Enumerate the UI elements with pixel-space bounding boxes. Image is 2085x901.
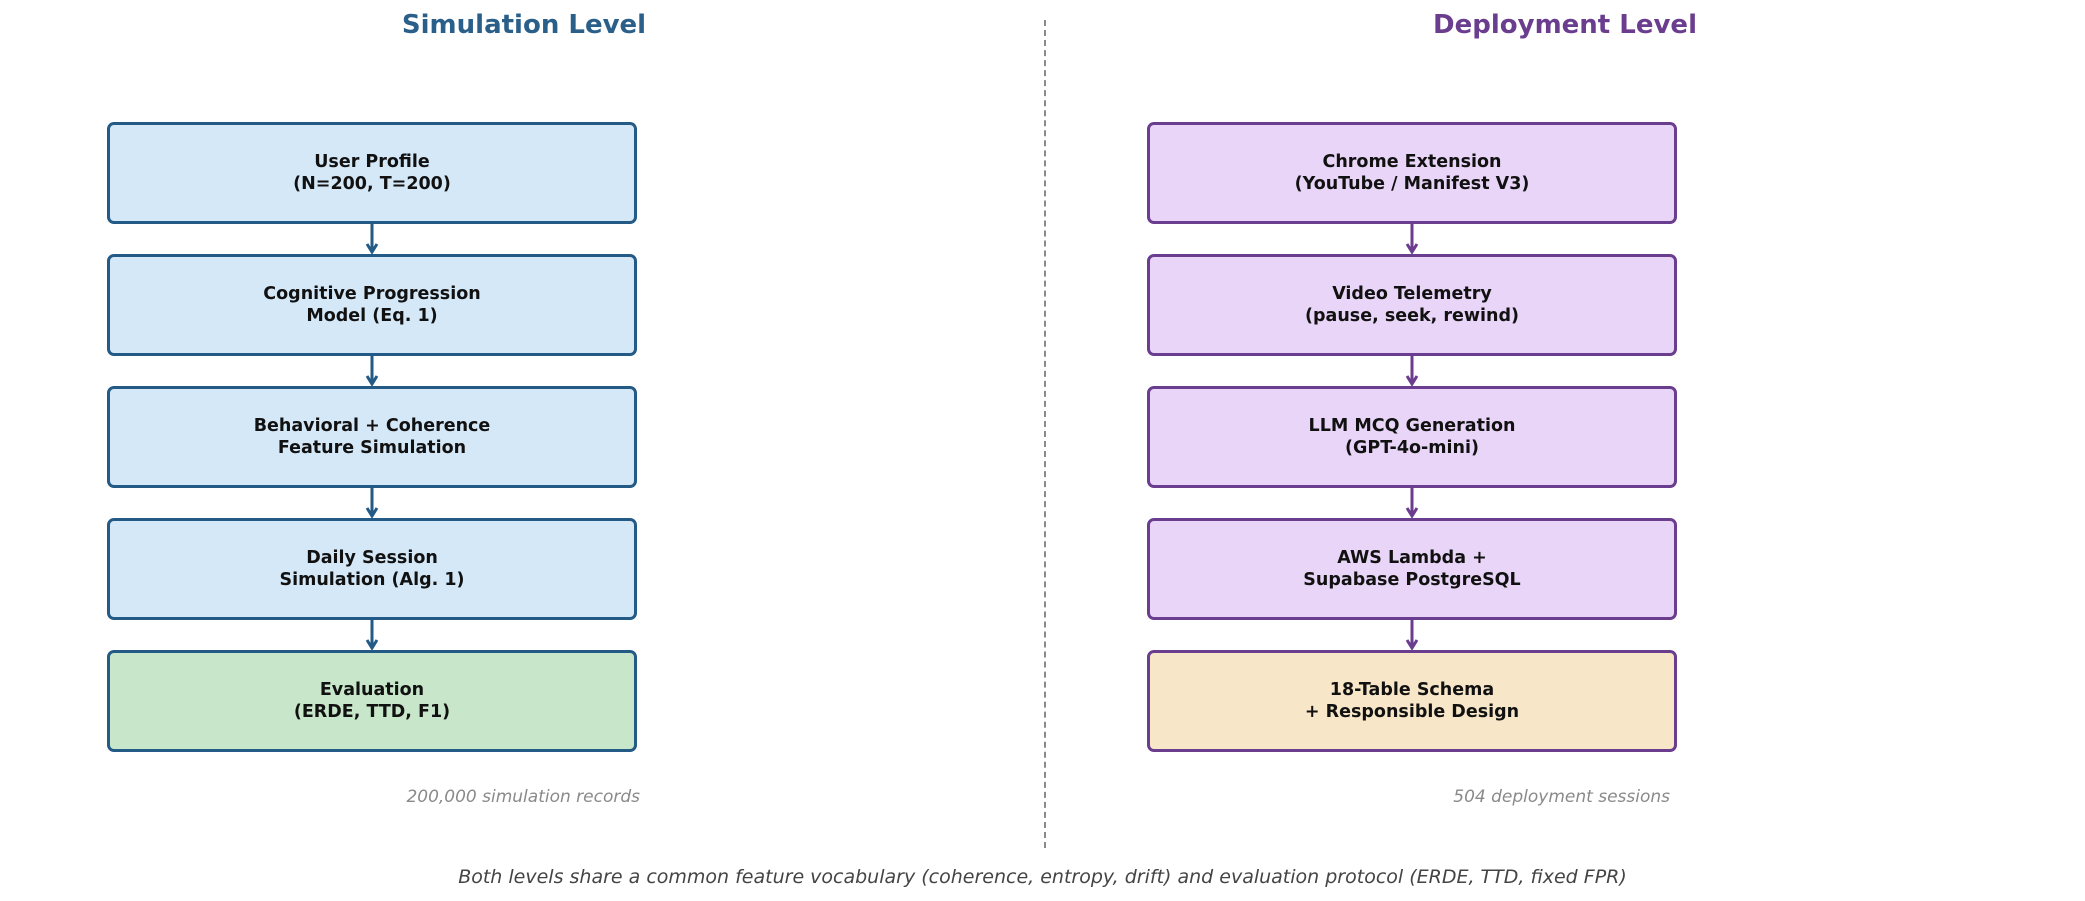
column-divider <box>1044 20 1046 848</box>
step-line: Video Telemetry <box>1332 284 1492 304</box>
dep-step-chrome-extension: Chrome Extension(YouTube / Manifest V3) <box>1147 122 1677 224</box>
deployment-sessions-note: 504 deployment sessions <box>1453 787 1670 807</box>
footer-caption: Both levels share a common feature vocab… <box>458 866 1627 888</box>
step-line: (GPT-4o-mini) <box>1345 438 1479 458</box>
step-line: Behavioral + Coherence <box>253 416 491 436</box>
step-line: 18-Table Schema <box>1329 680 1495 700</box>
step-line: Model (Eq. 1) <box>306 306 438 326</box>
down-arrow-icon <box>365 356 379 386</box>
down-arrow-icon <box>365 224 379 254</box>
down-arrow-icon <box>1405 356 1419 386</box>
step-line: AWS Lambda + <box>1337 548 1487 568</box>
step-line: (ERDE, TTD, F1) <box>293 702 451 722</box>
dep-step-table-schema: 18-Table Schema+ Responsible Design <box>1147 650 1677 752</box>
step-line: Evaluation <box>319 680 425 700</box>
down-arrow-icon <box>1405 620 1419 650</box>
step-line: (YouTube / Manifest V3) <box>1294 174 1530 194</box>
step-line: Feature Simulation <box>277 438 467 458</box>
step-line: Supabase PostgreSQL <box>1303 570 1521 590</box>
simulation-level-title: Simulation Level <box>401 10 647 40</box>
dep-step-video-telemetry: Video Telemetry(pause, seek, rewind) <box>1147 254 1677 356</box>
sim-step-evaluation: Evaluation(ERDE, TTD, F1) <box>107 650 637 752</box>
step-line: LLM MCQ Generation <box>1308 416 1516 436</box>
down-arrow-icon <box>365 488 379 518</box>
step-line: Cognitive Progression <box>263 284 481 304</box>
step-line: + Responsible Design <box>1304 702 1520 722</box>
down-arrow-icon <box>1405 224 1419 254</box>
dep-step-llm-mcq-generation: LLM MCQ Generation(GPT-4o-mini) <box>1147 386 1677 488</box>
step-line: (N=200, T=200) <box>293 174 451 194</box>
step-line: Chrome Extension <box>1322 152 1502 172</box>
simulation-records-note: 200,000 simulation records <box>406 787 640 807</box>
step-line: User Profile <box>314 152 430 172</box>
deployment-level-title: Deployment Level <box>1433 10 1697 40</box>
step-line: Simulation (Alg. 1) <box>279 570 465 590</box>
down-arrow-icon <box>365 620 379 650</box>
step-line: (pause, seek, rewind) <box>1305 306 1519 326</box>
sim-step-user-profile: User Profile(N=200, T=200) <box>107 122 637 224</box>
dep-step-aws-lambda: AWS Lambda +Supabase PostgreSQL <box>1147 518 1677 620</box>
step-line: Daily Session <box>306 548 438 568</box>
down-arrow-icon <box>1405 488 1419 518</box>
